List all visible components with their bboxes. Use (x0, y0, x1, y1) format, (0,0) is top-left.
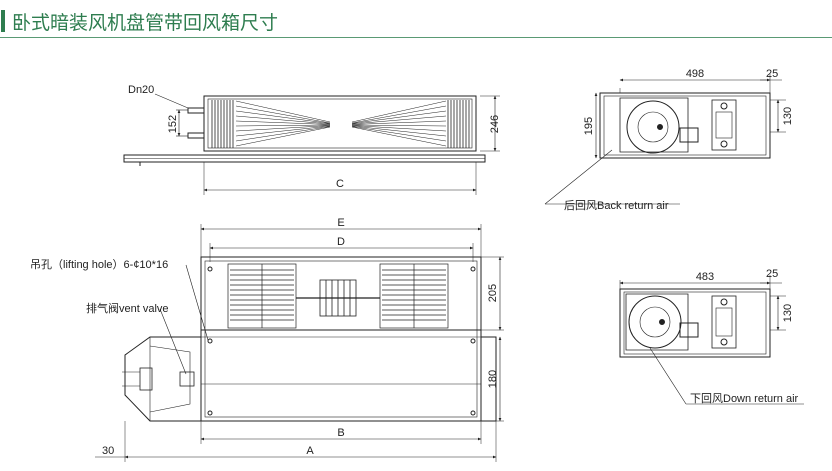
motor (296, 279, 380, 317)
dim-c-label: C (336, 178, 344, 190)
coil-hatch-left (235, 100, 331, 147)
dim-30-label: 30 (102, 445, 114, 457)
dim-483-label: 483 (696, 271, 714, 283)
dim-e-label: E (337, 217, 344, 229)
page-title: 卧式暗装风机盘管带回风箱尺寸 (12, 12, 279, 34)
side-elevation-view (123, 93, 500, 195)
down-return-end-view (619, 275, 804, 405)
dim-b-label: B (337, 427, 344, 439)
dim-130-bottom-label: 130 (782, 304, 794, 322)
coil-hatch-right (351, 100, 447, 147)
down-return-label: 下回风Down return air (690, 392, 799, 405)
dim-25-bottom-label: 25 (766, 268, 778, 280)
back-return-label: 后回风Back return air (564, 199, 669, 212)
dn20-label: Dn20 (128, 84, 154, 96)
title-bar: 卧式暗装风机盘管带回风箱尺寸 (0, 4, 832, 38)
dim-498-label: 498 (686, 68, 704, 80)
vent-valve-label: 排气阀vent valve (86, 301, 169, 315)
lifting-hole-label: 吊孔（lifting hole）6-¢10*16 (30, 258, 168, 271)
left-fan-grille (227, 263, 297, 329)
dim-152-label: 152 (167, 115, 179, 133)
title-underline (0, 37, 832, 38)
right-fan-grille (379, 263, 449, 329)
dim-25-top-label: 25 (766, 68, 778, 80)
back-return-end-view (544, 74, 786, 205)
dim-180-label: 180 (487, 370, 499, 388)
dim-246-label: 246 (489, 115, 501, 133)
title-accent-bar (1, 10, 5, 32)
right-coil-fins (447, 100, 470, 148)
dim-205-label: 205 (487, 284, 499, 302)
dim-195-label: 195 (583, 117, 595, 135)
plan-view (95, 224, 504, 462)
dim-130-top-label: 130 (782, 107, 794, 125)
left-coil-fins (211, 100, 234, 148)
dim-d-label: D (337, 236, 345, 248)
dim-a-label: A (306, 445, 314, 457)
